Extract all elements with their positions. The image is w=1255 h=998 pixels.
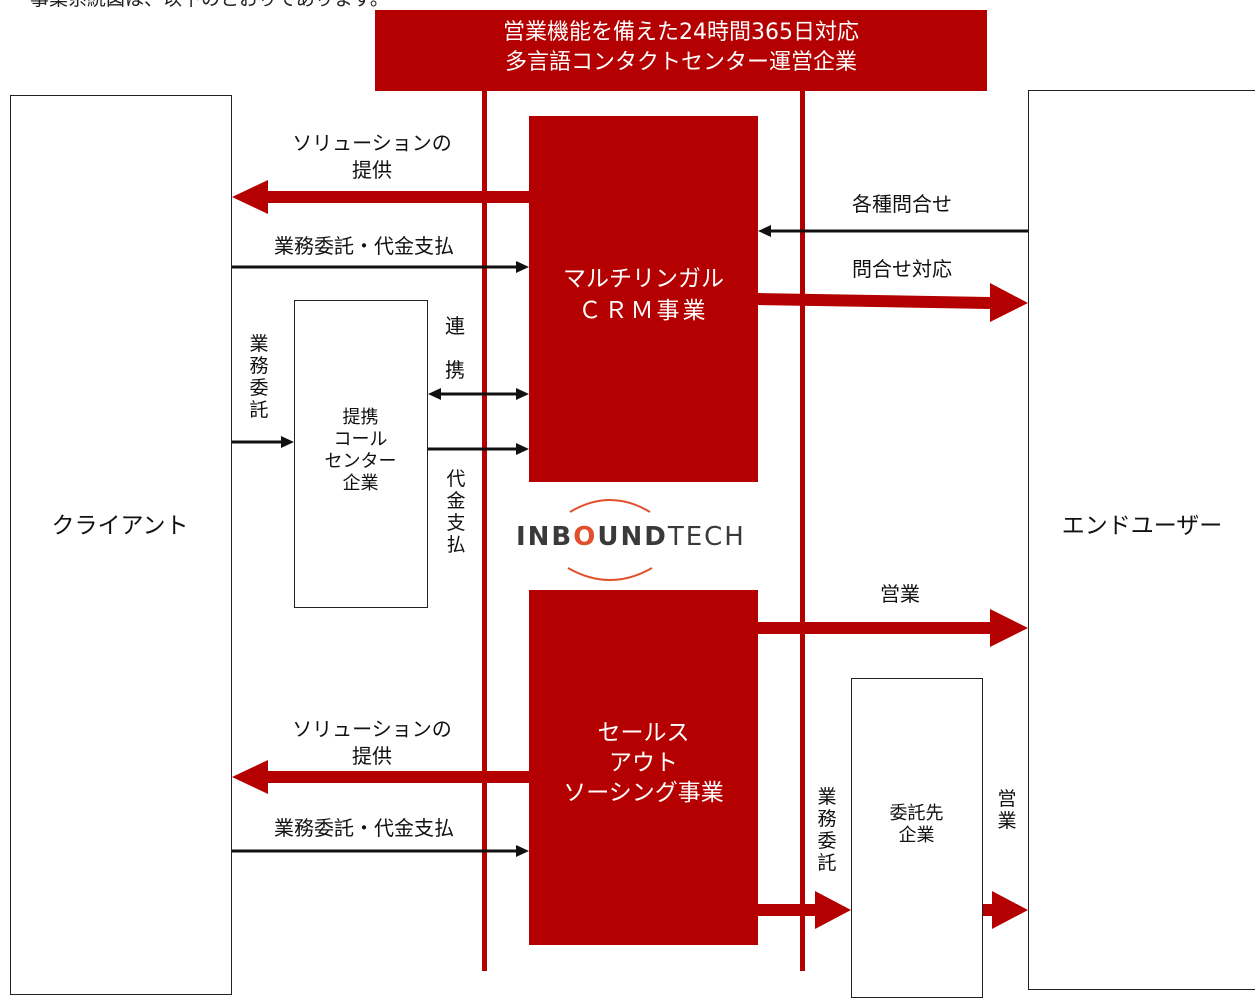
crm-line-2: ＣＲＭ事業: [578, 298, 709, 324]
partner-line-1: 提携: [342, 407, 379, 428]
label-inquiry-response: 問合せ対応: [852, 257, 952, 281]
client-box: クライアント: [10, 95, 232, 995]
header-fragment: 事業系統図は、以下のとおりであります。: [30, 0, 389, 12]
partner-callcenter-box: 提携 コール センター 企業: [294, 300, 428, 608]
label-solution-bottom-2: 提供: [352, 744, 392, 768]
arrow-sales-top: [758, 609, 1028, 647]
label-cooperation-2: 携: [445, 358, 465, 382]
logo-part-3: UND: [597, 522, 668, 552]
crm-business-block: マルチリンガル ＣＲＭ事業: [529, 116, 758, 482]
logo-part-1: INB: [516, 522, 574, 552]
label-solution-bottom-1: ソリューションの: [292, 717, 452, 741]
enduser-box: エンドユーザー: [1028, 90, 1255, 990]
logo-part-2: O: [573, 522, 598, 552]
partner-line-4: 企業: [342, 473, 379, 494]
subcontractor-box: 委託先 企業: [851, 678, 983, 998]
arrow-solution-bottom: [232, 760, 529, 794]
sales-outsourcing-block: セールス アウト ソーシング事業: [529, 590, 758, 945]
label-solution-top-2: 提供: [352, 158, 392, 182]
label-payment: 代金支払: [446, 468, 466, 556]
subcontractor-line-1: 委託先: [889, 803, 944, 824]
label-business-delegation: 業務委託: [249, 333, 269, 421]
label-cooperation-1: 連: [445, 314, 465, 338]
label-solution-top-1: ソリューションの: [292, 131, 452, 155]
arrow-inquiry-response: [758, 283, 1028, 322]
crm-line-1: マルチリンガル: [563, 266, 724, 292]
inboundtech-logo: INBOUNDTECH: [516, 522, 746, 552]
sales-line-2: アウト: [609, 750, 678, 776]
label-sales-top: 営業: [880, 582, 920, 606]
label-sales-vertical: 営業: [997, 788, 1017, 832]
sales-line-1: セールス: [597, 720, 690, 746]
arrow-cooperation-head-right: [516, 388, 529, 400]
header-line-1: 営業機能を備えた24時間365日対応: [503, 20, 859, 45]
company-boundary-left: [482, 91, 487, 971]
subcontractor-line-2: 企業: [898, 825, 935, 846]
arrow-delegation-bottom: [758, 891, 851, 929]
company-boundary-right: [800, 91, 805, 971]
logo-part-4: TECH: [667, 522, 746, 552]
header-line-2: 多言語コンタクトセンター運営企業: [504, 50, 857, 75]
arrow-solution-top: [232, 180, 529, 214]
arrow-outsourcing-top-head: [516, 261, 529, 273]
label-inquiries: 各種問合せ: [852, 192, 952, 216]
arrow-cooperation-head-left: [428, 388, 441, 400]
flow-arrows: [232, 180, 1028, 929]
arrow-payment-head: [516, 443, 529, 455]
inboundtech-logo-arcs: [567, 499, 653, 581]
arrow-inquiries-head: [758, 225, 771, 237]
label-outsourcing-top: 業務委託・代金支払: [274, 234, 454, 258]
arrow-delegation-head: [281, 436, 294, 448]
arrow-outsourcing-bottom-head: [516, 845, 529, 857]
partner-line-2: コール: [333, 429, 388, 450]
label-outsourcing-bottom: 業務委託・代金支払: [274, 816, 454, 840]
company-header-banner: 営業機能を備えた24時間365日対応 多言語コンタクトセンター運営企業: [375, 10, 987, 91]
label-delegation-bottom: 業務委託: [817, 786, 837, 874]
client-label: クライアント: [51, 513, 189, 539]
arrow-sales-bottom: [983, 891, 1028, 929]
sales-line-3: ソーシング事業: [563, 780, 724, 806]
partner-line-3: センター: [324, 451, 397, 472]
enduser-label: エンドユーザー: [1061, 513, 1223, 539]
